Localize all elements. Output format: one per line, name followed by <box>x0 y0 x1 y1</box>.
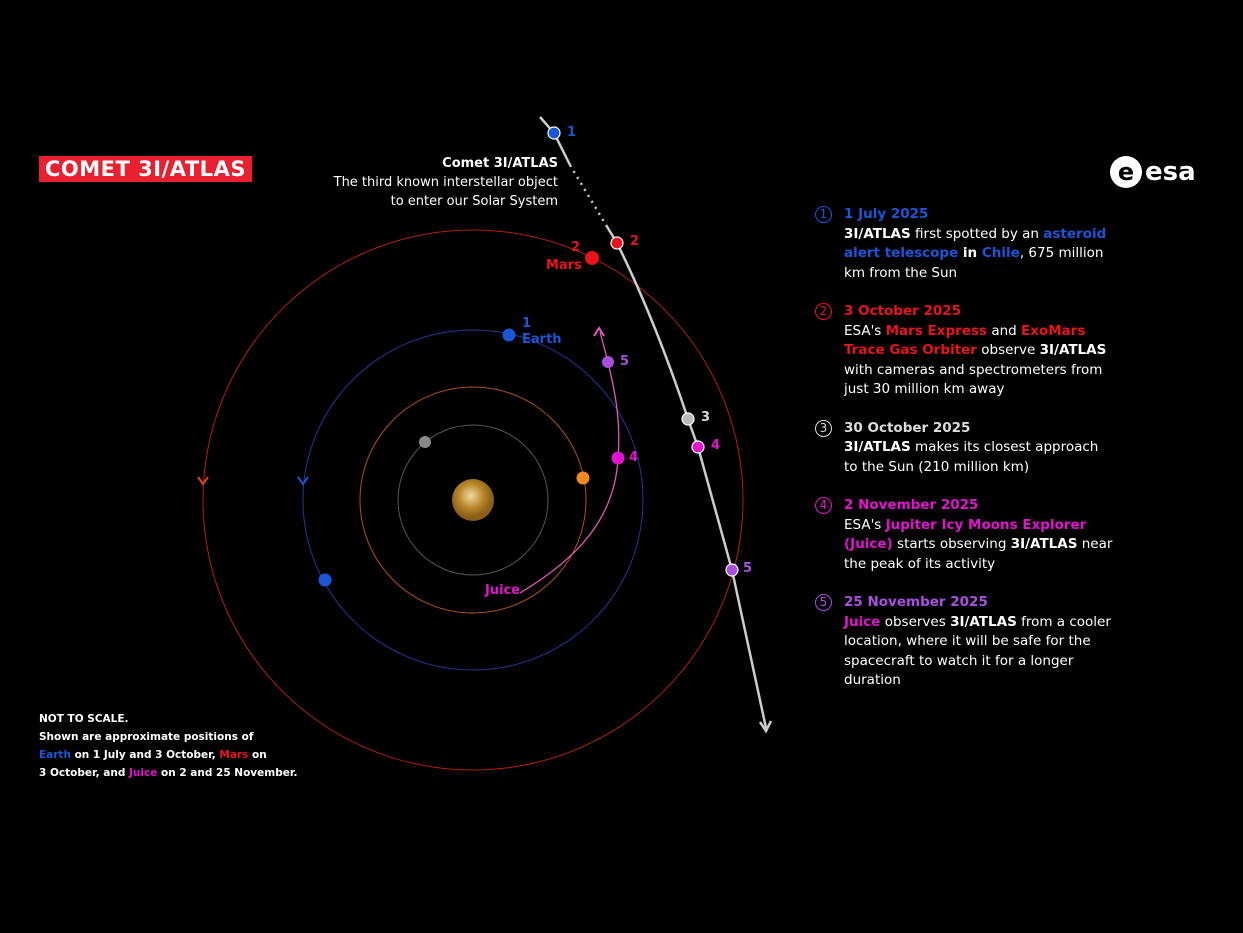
venus <box>576 471 590 485</box>
comet-label-1: 1 <box>567 125 577 140</box>
comet-arrow-icon <box>758 720 773 734</box>
note-text: on <box>248 749 267 761</box>
comet-label-4: 4 <box>711 438 721 453</box>
comet-path-dotted <box>568 164 608 226</box>
event-text: ESA's <box>844 322 886 339</box>
juice-arrow-icon <box>593 326 605 337</box>
note-text: 3 October, and <box>39 767 129 779</box>
event-text: Mars Express <box>885 322 988 339</box>
mars-label: Mars <box>546 258 582 273</box>
venus-orbit <box>359 386 587 614</box>
event-text: 3I/ATLAS <box>1039 342 1107 358</box>
note-text: on 2 and 25 November. <box>157 767 298 779</box>
event-text: observes <box>880 613 951 630</box>
intro-heading: Comet 3I/ATLAS <box>442 156 558 171</box>
event-date: 25 November 2025 <box>844 594 988 610</box>
earth-label-1: 1 <box>522 316 532 331</box>
comet-label-5: 5 <box>743 561 753 576</box>
event-text: Jupiter Icy Moons Explorer (Juice) <box>844 516 1087 553</box>
event-text: , 675 million km from the Sun <box>844 245 1104 281</box>
event-text: in <box>958 245 982 261</box>
event-text: and <box>987 322 1022 339</box>
mars-direction-arrow-icon <box>197 476 209 486</box>
event-number-badge: 3 <box>815 419 832 437</box>
comet-pos-2 <box>610 236 624 250</box>
event-text: observe <box>976 342 1040 358</box>
note-juice: Juice <box>129 767 158 779</box>
page-title: COMET 3I/ATLAS <box>39 156 252 182</box>
mercury <box>419 436 431 448</box>
juice-label-5: 5 <box>620 354 630 369</box>
earth-orbit <box>302 329 644 671</box>
event-text: asteroid alert telescope <box>844 225 1107 262</box>
intro-line: to enter our Solar System <box>390 194 558 209</box>
event-text: with cameras and spectrometers from just… <box>844 361 1103 398</box>
event-date: 1 July 2025 <box>844 206 929 222</box>
note-text: on 1 July and 3 October, <box>70 749 220 761</box>
esa-logo: e esa <box>1110 156 1196 188</box>
juice-trajectory <box>519 331 620 594</box>
event-text: Juice <box>844 613 881 630</box>
juice-nov2 <box>611 451 625 465</box>
event-text: 3I/ATLAS <box>844 225 911 242</box>
event-number-badge: 5 <box>815 594 832 611</box>
event-date: 2 November 2025 <box>844 497 979 513</box>
event-number-badge: 2 <box>815 303 832 320</box>
esa-logo-icon: e <box>1110 156 1142 188</box>
event-item: 1 1 July 2025 3I/ATLAS first spotted by an… <box>815 205 1115 283</box>
event-text: starts observing <box>892 536 1011 552</box>
scale-note: NOT TO SCALE. Shown are approximate posi… <box>39 710 298 782</box>
earth-july <box>502 328 516 342</box>
event-text: near the peak of its activity <box>844 536 1113 572</box>
event-list: 1 1 July 2025 3I/ATLAS first spotted by an… <box>815 205 1115 710</box>
note-earth: Earth <box>39 749 71 761</box>
event-item: 3 30 October 2025 3I/ATLAS makes its close… <box>815 419 1115 478</box>
event-text: ExoMars Trace Gas Orbiter <box>844 322 1086 359</box>
mars-label-2: 2 <box>571 240 581 255</box>
comet-label-2: 2 <box>630 234 640 249</box>
event-text: 3I/ATLAS <box>1010 536 1078 552</box>
mercury-orbit <box>397 424 549 576</box>
earth-label: Earth <box>522 332 562 347</box>
note-mars: Mars <box>219 749 249 761</box>
intro-line: The third known interstellar object <box>333 175 558 190</box>
comet-pos-1 <box>547 126 561 140</box>
comet-pos-4 <box>691 440 705 454</box>
event-text: Chile <box>981 245 1020 261</box>
note-line: 3 October, and Juice on 2 and 25 Novembe… <box>39 764 298 782</box>
comet-pos-3 <box>681 412 695 426</box>
comet-label-3: 3 <box>701 410 711 425</box>
juice-label-4: 4 <box>629 450 639 465</box>
esa-logo-text: esa <box>1145 157 1196 187</box>
event-text: from a cooler location, where it will be… <box>844 613 1111 689</box>
event-number-badge: 1 <box>815 206 832 223</box>
intro-text: Comet 3I/ATLAS The third known interstel… <box>334 154 558 211</box>
event-text: 3I/ATLAS <box>844 439 911 455</box>
event-number-badge: 4 <box>815 497 832 514</box>
note-line: NOT TO SCALE. <box>39 713 129 725</box>
juice-nov25 <box>602 356 614 368</box>
earth-october <box>318 573 332 587</box>
event-text: first spotted by an <box>910 225 1044 242</box>
comet-pos-5 <box>725 563 739 577</box>
earth-direction-arrow-icon <box>297 476 309 486</box>
juice-label: Juice <box>485 583 521 598</box>
event-date: 3 October 2025 <box>844 303 962 319</box>
sun <box>452 479 494 521</box>
event-text: makes its closest approach to the Sun (2… <box>844 439 1099 475</box>
note-line: Earth on 1 July and 3 October, Mars on <box>39 746 298 764</box>
event-text: 3I/ATLAS <box>950 613 1017 630</box>
note-line: Shown are approximate positions of <box>39 731 254 743</box>
event-date: 30 October 2025 <box>844 419 971 436</box>
mars-orbit <box>202 229 744 771</box>
mars-planet <box>585 251 599 265</box>
event-text: ESA's <box>844 516 886 533</box>
